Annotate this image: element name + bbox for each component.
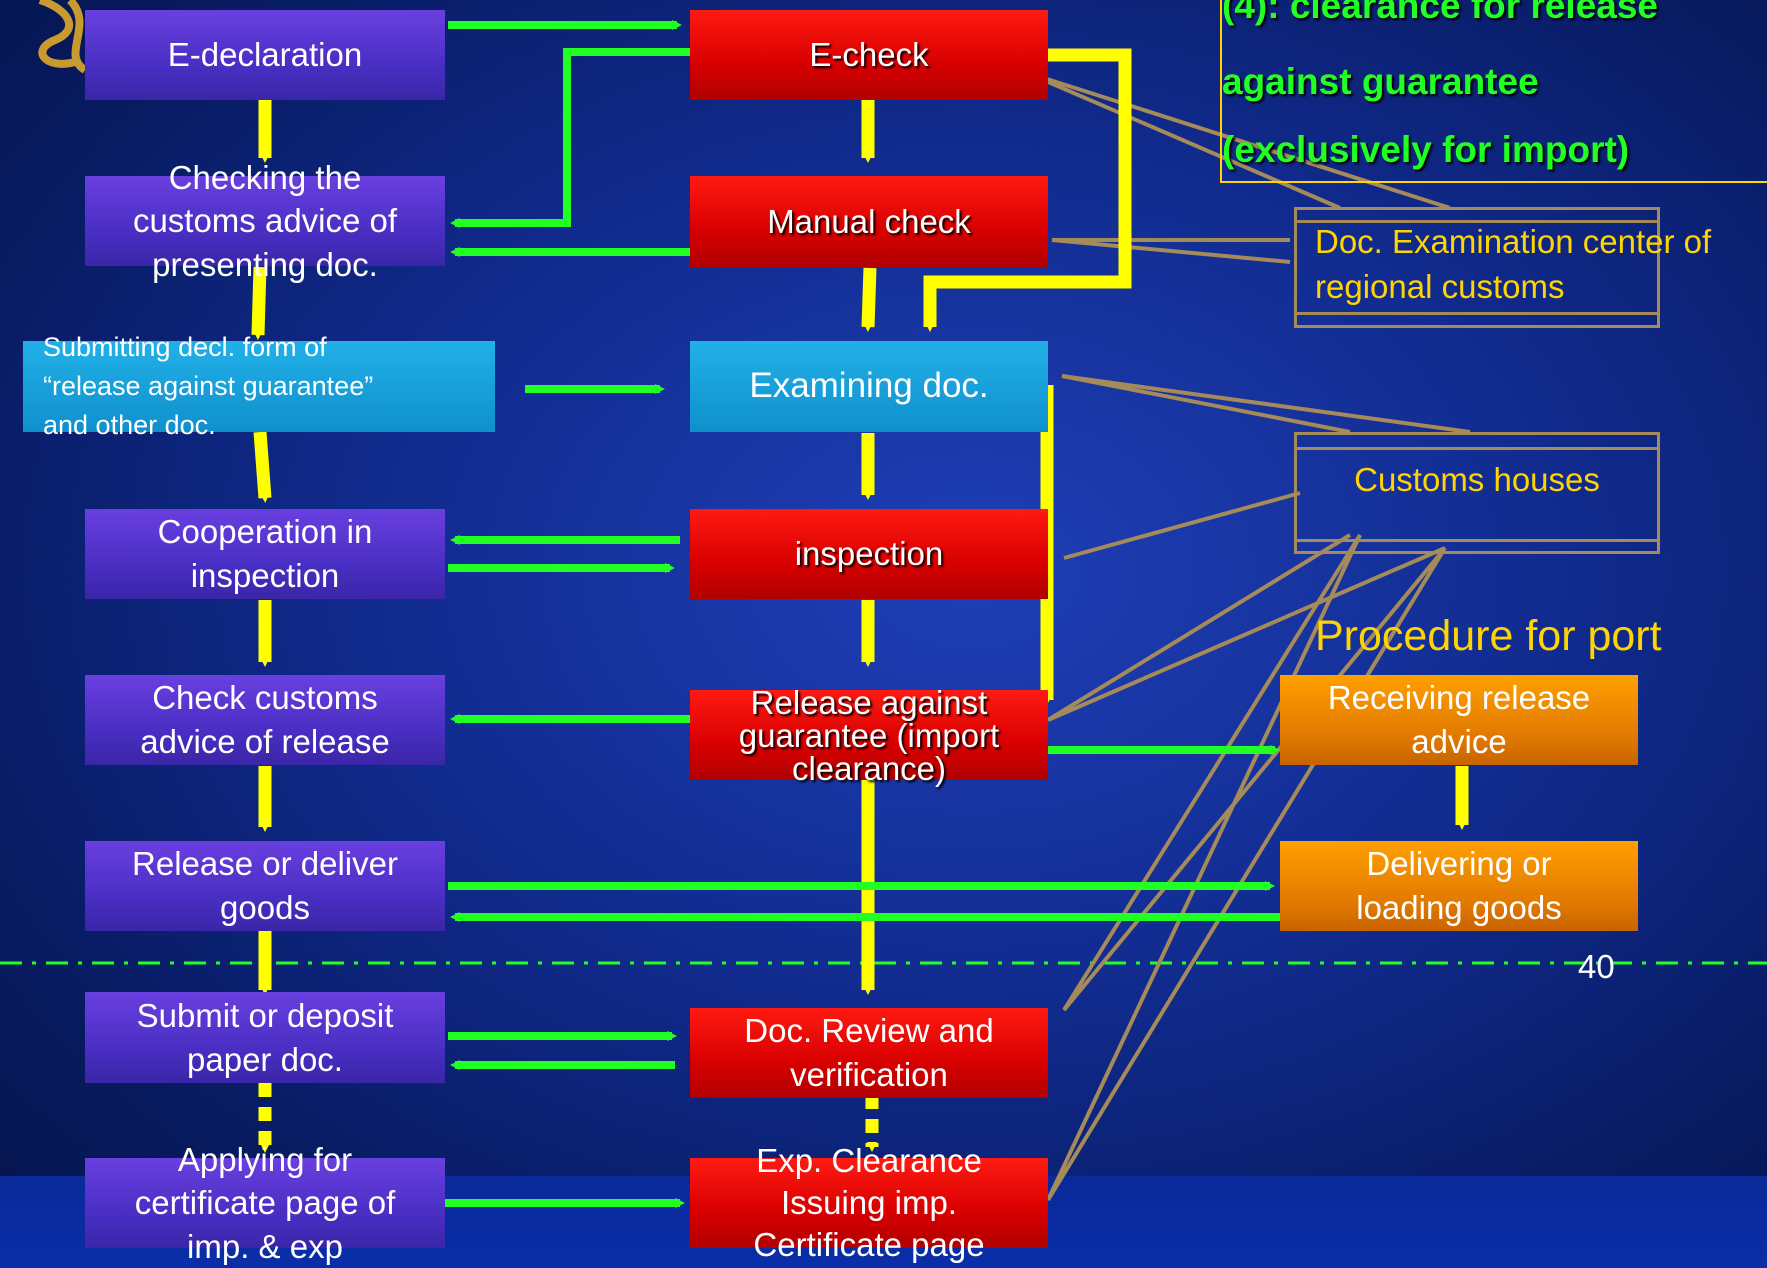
node-applying-cert: Applying for certificate page of imp. & …	[85, 1141, 445, 1265]
arrow-echeck-checking	[450, 48, 690, 228]
submitting-line-1: Submitting decl. form of	[43, 331, 327, 362]
applying-line-1: Applying for	[177, 1140, 353, 1178]
connector-exp-houses-2	[1046, 546, 1447, 1202]
page-number: 40	[1578, 948, 1615, 985]
checking-line-1: Checking the	[168, 158, 362, 196]
exp-clearance-line-2: Issuing imp.	[780, 1183, 958, 1221]
connector-echeck-center-2	[1024, 70, 1451, 210]
connector-manual-center	[1051, 238, 1291, 264]
receiving-line-1: Receiving release	[1327, 679, 1591, 717]
doc-review-line-2: verification	[790, 1056, 948, 1093]
release-goods-line-1: Release or deliver	[132, 845, 398, 883]
doc-exam-line-2: regional customs	[1315, 267, 1565, 305]
node-cooperation: Cooperation in inspection	[85, 509, 445, 599]
submitting-line-3: and other doc.	[43, 410, 216, 441]
exp-clearance-line-1: Exp. Clearance	[756, 1141, 982, 1179]
receiving-line-2: advice	[1411, 723, 1507, 760]
node-exp-clearance: Exp. Clearance Issuing imp. Certificate …	[690, 1142, 1048, 1263]
node-submitting-form: Submitting decl. form of “release agains…	[23, 332, 495, 440]
node-e-check-label: E-check	[809, 36, 929, 74]
cooperation-line-2: inspection	[190, 557, 340, 594]
annotation-line-3: (exclusively for import)	[1222, 129, 1630, 170]
arrow-mid-2	[861, 267, 877, 332]
connector-exp-houses	[1046, 534, 1362, 1201]
exp-clearance-line-3: Certificate page	[753, 1226, 985, 1264]
decorative-ornament	[38, 0, 88, 74]
node-doc-exam-center: Doc. Examination center of regional cust…	[1315, 220, 1767, 309]
release-guarantee-line-3: clearance)	[791, 749, 947, 787]
node-inspection: inspection	[690, 509, 1048, 599]
frame-doc-exam-center-inner	[1294, 220, 1660, 315]
node-doc-review: Doc. Review and verification	[690, 1008, 1048, 1098]
arrow-left-3	[253, 431, 272, 503]
submitting-line-2: “release against guarantee”	[43, 370, 374, 401]
submit-paper-line-1: Submit or deposit	[136, 996, 394, 1034]
node-checking-advice: Checking the customs advice of presentin…	[85, 159, 445, 283]
connector-release-houses	[1046, 533, 1352, 722]
connector-examining-houses-2	[1061, 374, 1471, 434]
applying-line-3: imp. & exp	[187, 1227, 343, 1265]
node-submit-paper: Submit or deposit paper doc.	[85, 992, 445, 1083]
doc-exam-line-1: Doc. Examination center of	[1315, 223, 1712, 260]
node-manual-check-label: Manual check	[767, 202, 971, 240]
node-examining-doc: Examining doc.	[690, 341, 1048, 432]
frame-customs-houses-inner	[1294, 447, 1660, 542]
node-delivering-goods: Delivering or loading goods	[1280, 841, 1638, 931]
annotation-line-2: against guarantee	[1222, 61, 1539, 102]
node-check-release: Check customs advice of release	[85, 675, 445, 765]
checking-line-3: presenting doc.	[152, 245, 378, 283]
port-procedure-title: Procedure for port	[1315, 612, 1662, 660]
node-examining-doc-label: Examining doc.	[749, 366, 989, 406]
submit-paper-line-2: paper doc.	[187, 1040, 343, 1078]
check-release-line-2: advice of release	[140, 723, 390, 760]
arrow-echeck-bypass	[923, 48, 1132, 332]
check-release-line-1: Check customs	[152, 679, 378, 717]
node-manual-check: Manual check	[690, 176, 1048, 267]
node-release-guarantee: Release against guarantee (import cleara…	[690, 686, 1048, 785]
arrow-left-2	[251, 266, 267, 340]
node-receiving-advice: Receiving release advice	[1280, 675, 1638, 765]
connector-docreview-houses	[1062, 533, 1362, 1012]
annotation-box	[1220, 0, 1767, 183]
connector-examining-houses	[1061, 374, 1351, 434]
release-guarantee-line-1: Release against	[750, 683, 988, 721]
connector-docreview-houses-2	[1062, 546, 1447, 1012]
annotation-line-1: (4): clearance for release	[1222, 0, 1659, 26]
connector-echeck-center	[1024, 70, 1341, 210]
node-e-declaration: E-declaration	[85, 10, 445, 100]
node-inspection-label: inspection	[794, 535, 944, 573]
connector-release-houses-2	[1047, 546, 1446, 722]
applying-line-2: certificate page of	[134, 1184, 396, 1222]
release-guarantee-line-2: guarantee (import	[738, 716, 1000, 754]
checking-line-2: customs advice of	[132, 202, 398, 240]
node-e-declaration-label: E-declaration	[167, 36, 363, 74]
release-goods-line-2: goods	[220, 889, 310, 926]
doc-review-line-1: Doc. Review and	[744, 1012, 994, 1050]
node-customs-houses: Customs houses	[1354, 461, 1600, 498]
delivering-line-1: Delivering or	[1366, 845, 1552, 883]
cooperation-line-1: Cooperation in	[157, 513, 373, 551]
delivering-line-2: loading goods	[1356, 889, 1562, 926]
node-release-goods: Release or deliver goods	[85, 841, 445, 931]
node-e-check: E-check	[690, 10, 1048, 100]
connector-inspection-houses	[1063, 491, 1301, 560]
